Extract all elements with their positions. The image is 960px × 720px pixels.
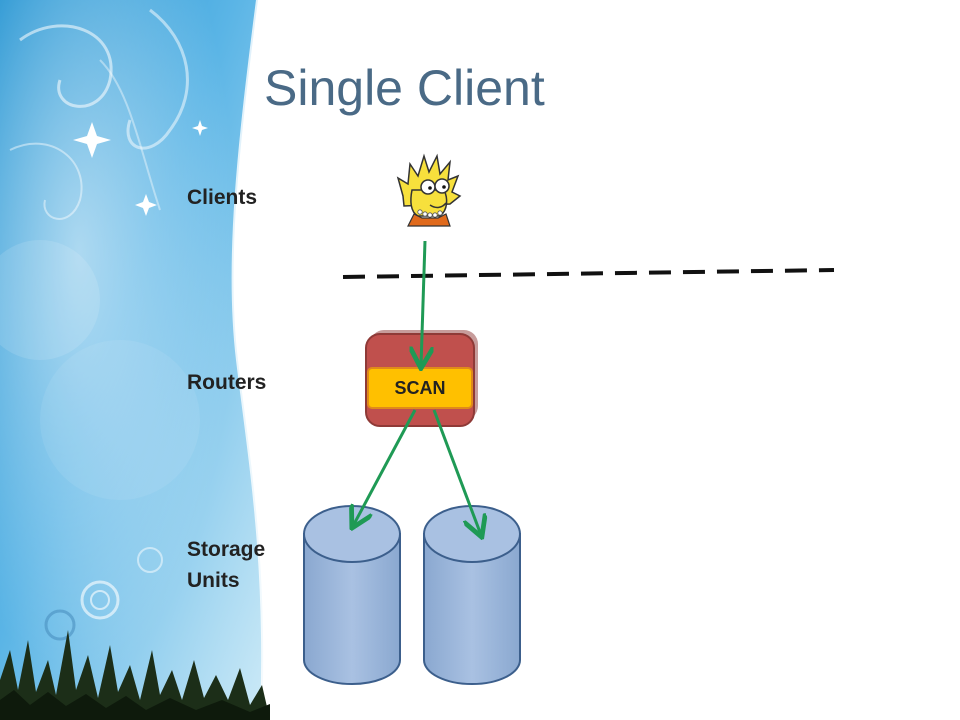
router-box	[365, 330, 478, 427]
row-label-clients: Clients	[187, 186, 258, 209]
sparkle-icon	[135, 194, 157, 216]
decorative-side-panel	[0, 0, 270, 720]
row-label-storage-units: Storage Units	[187, 534, 287, 596]
client-router-separator	[342, 268, 835, 279]
storage-unit	[423, 505, 521, 685]
sparkle-icon	[73, 122, 111, 158]
sparkle-icon	[192, 120, 208, 136]
scan-label: SCAN	[394, 378, 446, 398]
slide-title: Single Client	[264, 60, 545, 116]
client-to-router-arrow	[421, 240, 425, 366]
row-label-storage-line1: Storage	[187, 538, 266, 561]
lisa-cartoon-icon	[396, 153, 462, 227]
storage-unit	[303, 505, 401, 685]
row-label-storage-line2: Units	[187, 569, 240, 592]
router-to-storage-left-arrow	[353, 409, 417, 526]
row-label-routers: Routers	[187, 371, 267, 394]
router-to-storage-right-arrow	[432, 409, 481, 535]
